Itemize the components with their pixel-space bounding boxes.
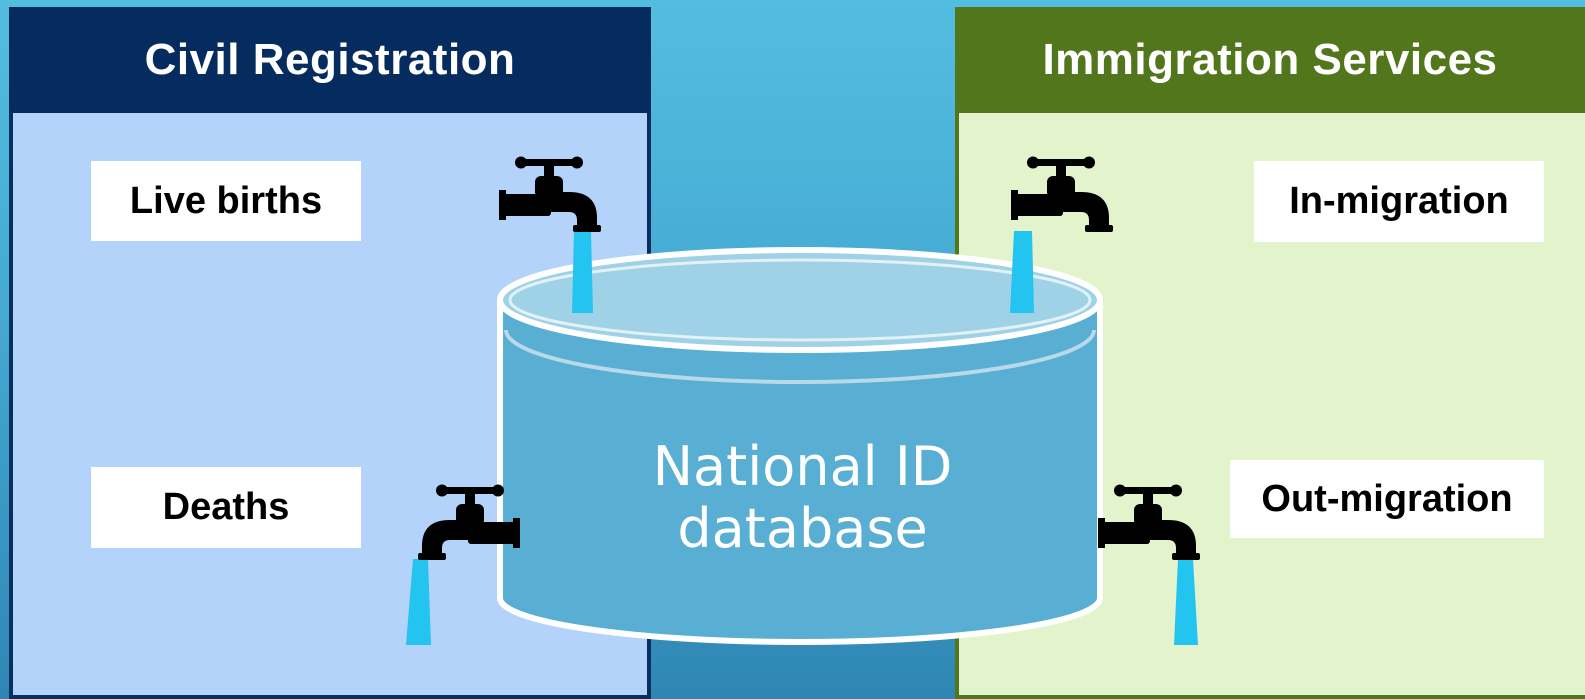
tank-label-line1: National ID xyxy=(652,435,953,498)
water-tank-icon xyxy=(497,247,1103,645)
water-stream xyxy=(1010,231,1034,313)
national-id-database-label: National ID database xyxy=(500,436,1105,560)
out-migration-label: Out-migration xyxy=(1230,460,1544,538)
faucet-icon xyxy=(499,156,601,232)
water-stream xyxy=(1174,559,1198,645)
faucet-icon xyxy=(1098,484,1200,560)
water-stream xyxy=(572,231,593,313)
faucet-icon xyxy=(1011,156,1113,232)
tank-label-line2: database xyxy=(677,497,928,560)
civil-registration-title: Civil Registration xyxy=(9,7,651,113)
live-births-label: Live births xyxy=(91,161,361,241)
deaths-label: Deaths xyxy=(91,467,361,548)
immigration-services-title: Immigration Services xyxy=(955,7,1585,113)
water-stream xyxy=(406,559,431,645)
in-migration-label: In-migration xyxy=(1254,161,1544,242)
